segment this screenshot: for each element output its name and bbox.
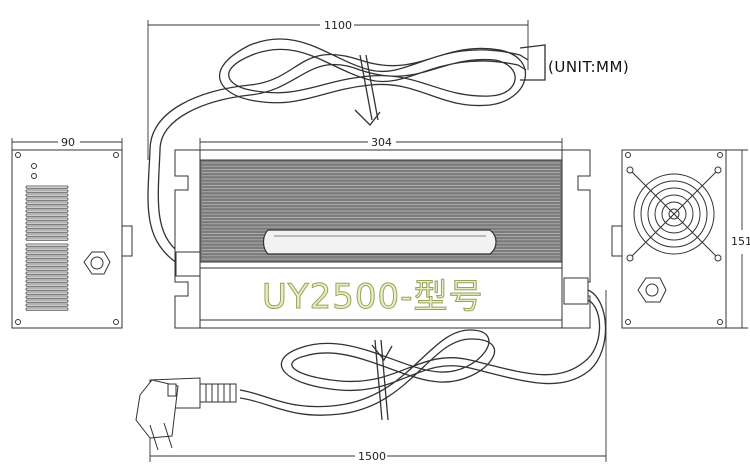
- vent-slot: [25, 303, 69, 307]
- unit-label: (UNIT:MM): [548, 58, 629, 76]
- vent-slot: [25, 295, 69, 299]
- dim-1500: 1500: [358, 450, 386, 463]
- vent-slot: [25, 299, 69, 303]
- vent-slot: [25, 209, 69, 213]
- dim-1100: 1100: [324, 19, 352, 32]
- dim-151: 151: [731, 235, 750, 248]
- power-plug: [135, 377, 237, 451]
- vent-slot: [25, 229, 69, 233]
- vent-slot: [25, 307, 69, 311]
- vent-slot: [25, 291, 69, 295]
- vent-slot: [25, 225, 69, 229]
- vent-slot: [25, 283, 69, 287]
- vent-slot: [25, 201, 69, 205]
- vent-slot: [25, 205, 69, 209]
- dimension-labels: 1100 90 304 151 1500: [58, 18, 750, 463]
- vent-slot: [25, 263, 69, 267]
- input-cable: [239, 289, 607, 421]
- dim-90: 90: [61, 136, 75, 149]
- vent-slot: [25, 259, 69, 263]
- vent-slot: [25, 197, 69, 201]
- right-cable-gland: [637, 277, 667, 303]
- dim-304: 304: [371, 136, 392, 149]
- vent-slot: [25, 275, 69, 279]
- vent-slot: [25, 189, 69, 193]
- left-vent-slots: [25, 185, 69, 311]
- fan-grille-icon: [631, 171, 717, 257]
- right-side-view: [611, 149, 727, 329]
- left-cable-gland: [83, 251, 111, 275]
- vent-slot: [25, 267, 69, 271]
- vent-slot: [25, 233, 69, 237]
- vent-slot: [25, 251, 69, 255]
- handle-slot: [262, 229, 497, 255]
- model-label: UY2500-型号: [262, 277, 483, 317]
- vent-slot: [25, 255, 69, 259]
- vent-slot: [25, 217, 69, 221]
- vent-slot: [25, 271, 69, 275]
- vent-slot: [25, 247, 69, 251]
- left-side-view: [11, 149, 133, 329]
- body-cable-glands: [175, 251, 589, 305]
- vent-slot: [25, 237, 69, 241]
- vent-slot: [25, 185, 69, 189]
- vent-slot: [25, 221, 69, 225]
- vent-slot: [25, 193, 69, 197]
- vent-slot: [25, 213, 69, 217]
- vent-slot: [25, 279, 69, 283]
- vent-slot: [25, 243, 69, 247]
- output-cable: [147, 38, 546, 266]
- vent-slot: [25, 287, 69, 291]
